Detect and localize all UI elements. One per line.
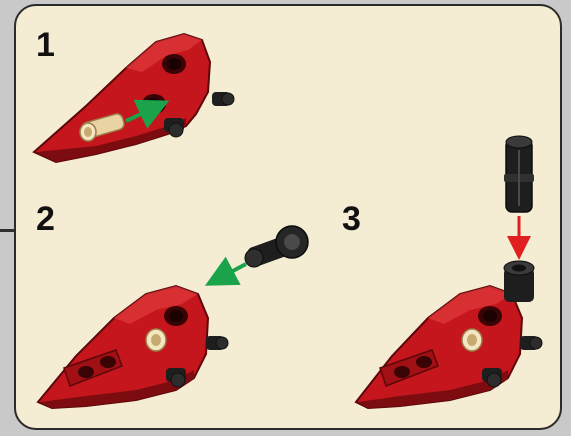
instruction-panel: 1 2 3	[14, 4, 562, 430]
step-1-tan-pin	[79, 113, 125, 142]
step-1-green-arrow	[125, 99, 170, 129]
step-2-tan-pin	[145, 328, 167, 352]
step-1-number: 1	[36, 26, 55, 64]
step-2-green-arrow	[204, 256, 247, 286]
step-3-red-part	[354, 284, 524, 410]
step-2-number: 2	[36, 200, 55, 238]
step-1-illustration	[32, 32, 235, 164]
step-3-illustration	[354, 135, 543, 410]
step-2-red-part	[36, 284, 210, 410]
step-3-number: 3	[342, 200, 361, 238]
step-3-tan-pin	[461, 328, 483, 352]
step-2-black-connector	[244, 225, 309, 268]
step-3-black-connector	[503, 260, 535, 302]
step-3-black-pin	[504, 135, 534, 213]
step-2-illustration	[36, 225, 309, 410]
instruction-illustration	[32, 32, 543, 410]
